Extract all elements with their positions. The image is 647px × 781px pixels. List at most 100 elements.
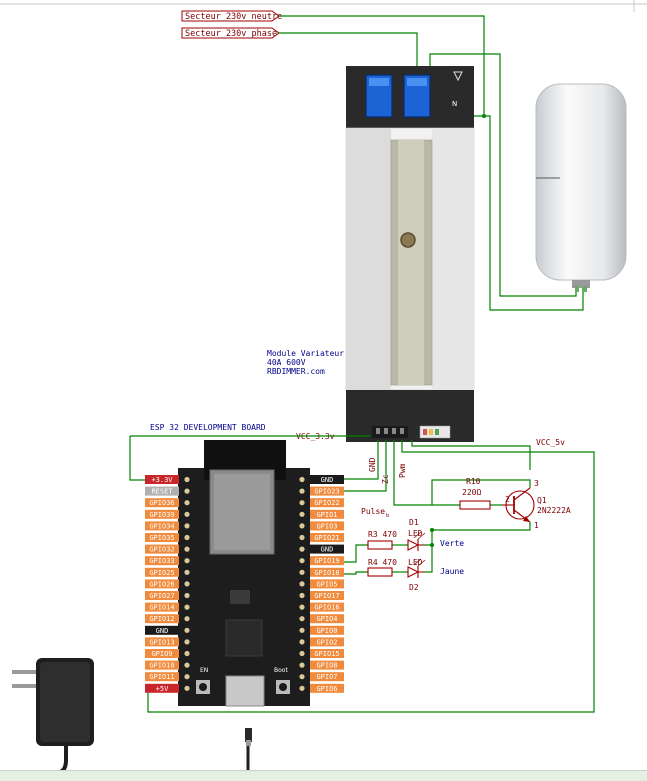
left-pin-label: GPIO12 xyxy=(149,615,174,623)
left-pin-label: GPIO10 xyxy=(149,662,174,670)
header-pin-hole xyxy=(299,500,305,506)
header-pin-hole xyxy=(184,616,190,622)
module-rating: 40A 600V xyxy=(267,358,306,367)
d1-name: Verte xyxy=(440,539,464,548)
header-pin-hole xyxy=(184,639,190,645)
right-pin-label: GPIO3 xyxy=(316,522,337,530)
led-d2 xyxy=(407,558,426,578)
net-label-pulse: Pulse xyxy=(361,507,385,516)
water-heater xyxy=(535,83,627,292)
header-pin-hole xyxy=(299,650,305,657)
right-pin-label: GPIO16 xyxy=(314,604,339,612)
left-pin-label: GPIO35 xyxy=(149,534,174,542)
header-pin-hole xyxy=(184,592,190,599)
right-pin-gpio6: GPIO6 xyxy=(299,683,344,693)
header-pin-hole xyxy=(184,604,190,610)
left-pin-gpio25: GPIO25 xyxy=(145,567,190,577)
left-pin-gpio36: GPIO36 xyxy=(145,498,190,508)
left-pin-reset: RESET xyxy=(145,486,190,496)
header-pin-hole xyxy=(299,592,305,599)
q1-pin2: 2 xyxy=(505,495,510,504)
right-pin-label: GPIO0 xyxy=(316,627,337,635)
left-pin-label: GND xyxy=(156,627,169,635)
connector-pin-pwm: Pwm xyxy=(398,463,407,478)
transistor-q1 xyxy=(502,487,535,523)
header-pin-hole xyxy=(184,488,190,494)
neutral-mark: N xyxy=(452,100,457,108)
header-pin-hole xyxy=(299,662,305,668)
left-pin-label: GPIO27 xyxy=(149,592,174,600)
left-pin-label: GPIO32 xyxy=(149,546,174,554)
right-pin-gpio21: GPIO21 xyxy=(299,533,344,542)
d2-ref: D2 xyxy=(409,583,419,592)
right-pin-gpio3: GPIO3 xyxy=(299,521,344,531)
left-pin-5v: +5V xyxy=(145,683,190,693)
usb-port xyxy=(225,675,265,707)
right-pin-gpio1: GPIO1 xyxy=(299,509,344,519)
header-pin-hole xyxy=(299,488,305,494)
board-title: ESP 32 DEVELOPMENT BOARD xyxy=(150,423,266,432)
right-pin-gpio22: GPIO22 xyxy=(299,498,344,508)
net-label-phase-text: Secteur_230v_phase xyxy=(185,29,277,39)
header-pin-hole xyxy=(184,581,190,587)
right-pin-gnd: GND xyxy=(299,544,344,554)
right-pin-gpio5: GPIO5 xyxy=(299,579,344,589)
net-label-phase: Secteur_230v_phase xyxy=(181,27,280,39)
left-pin-gpio32: GPIO32 xyxy=(145,544,190,554)
header-pin-hole xyxy=(184,650,190,657)
header-pin-hole xyxy=(299,558,305,564)
header-pin-hole xyxy=(184,534,190,541)
right-pin-gpio8: GPIO8 xyxy=(299,660,344,670)
left-pin-label: GPIO36 xyxy=(149,499,174,507)
d1-ref: D1 xyxy=(409,518,419,527)
right-pin-label: GPIO5 xyxy=(316,580,337,588)
right-pin-gpio4: GPIO4 xyxy=(299,614,344,624)
left-pin-gnd: GND xyxy=(145,625,190,635)
left-pin-gpio10: GPIO10 xyxy=(145,660,190,670)
net-label-vcc5: VCC_5v xyxy=(536,438,565,447)
left-pin-label: GPIO14 xyxy=(149,604,174,612)
right-pin-gpio16: GPIO16 xyxy=(299,602,344,612)
module-title: Module Variateur xyxy=(267,349,344,358)
right-pin-gpio0: GPIO0 xyxy=(299,625,344,635)
q1-value: 2N2222A xyxy=(537,506,571,515)
right-pin-gpio19: GPIO19 xyxy=(299,556,344,566)
header-pin-hole xyxy=(299,546,305,552)
control-wires xyxy=(129,435,595,713)
left-pin-gpio27: GPIO27 xyxy=(145,591,190,600)
warning-icon xyxy=(453,71,463,82)
q1-ref: Q1 xyxy=(537,496,547,505)
header-pin-hole xyxy=(299,523,305,529)
left-pin-label: GPIO34 xyxy=(149,522,174,530)
header-pin-hole xyxy=(299,685,305,691)
r10-ref: R10 xyxy=(466,477,481,486)
connector-pin-gnd: GND xyxy=(368,457,377,472)
left-pin-gpio35: GPIO35 xyxy=(145,533,190,542)
right-pin-gpio7: GPIO7 xyxy=(299,672,344,682)
right-pin-label: GPIO6 xyxy=(316,685,337,693)
header-pin-hole xyxy=(299,674,305,680)
header-pin-hole xyxy=(184,546,190,552)
r10-value: 220Ω xyxy=(462,488,481,497)
header-pin-hole xyxy=(184,523,190,529)
heatsink-screw-icon xyxy=(400,232,416,248)
left-pin-gpio13: GPIO13 xyxy=(145,637,190,647)
header-pin-hole xyxy=(184,662,190,668)
header-pin-hole xyxy=(299,639,305,645)
d1-type: LED xyxy=(408,529,423,538)
left-pin-gpio39: GPIO39 xyxy=(145,509,190,519)
right-pin-label: GPIO23 xyxy=(314,488,339,496)
power-adapter xyxy=(12,658,94,774)
left-pin-header: +3.3V RESET GPIO36GPIO39GPIO34GPIO35GPIO32… xyxy=(145,475,190,693)
resistor-r4 xyxy=(367,567,393,577)
left-pin-label: GPIO39 xyxy=(149,511,174,519)
header-pin-hole xyxy=(184,476,190,483)
net-label-neutre-text: Secteur_230v_neutre xyxy=(185,12,282,22)
right-pin-gpio23: GPIO23 xyxy=(299,486,344,496)
en-label: EN xyxy=(200,667,208,674)
left-pin-33v: +3.3V xyxy=(145,475,190,484)
header-pin-hole xyxy=(299,604,305,610)
right-pin-label: GND xyxy=(321,476,334,484)
left-pin-gpio11: GPIO11 xyxy=(145,672,190,682)
